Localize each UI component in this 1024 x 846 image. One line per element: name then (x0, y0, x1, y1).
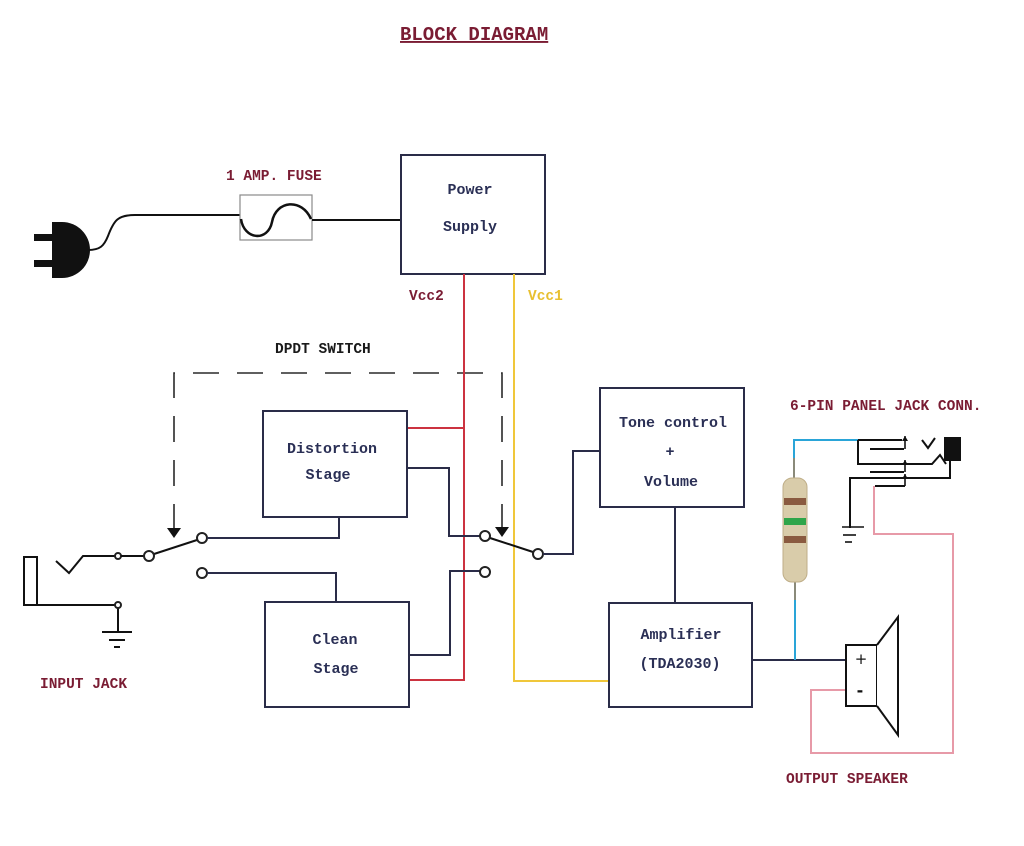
power-supply-block (400, 154, 546, 275)
clean-to-switch-2-wire (409, 570, 480, 656)
clean-label-1: Clean (312, 632, 357, 649)
amplifier-label-2: (TDA2030) (639, 656, 720, 673)
switch-1-blade (153, 539, 198, 555)
switch-1-to-clean-wire (207, 572, 337, 602)
vcc2-label: Vcc2 (409, 289, 444, 305)
switch-2-to-tone-wire (543, 450, 600, 555)
ground-icon (842, 526, 864, 543)
switch-actuator-arrow-2 (495, 527, 509, 537)
output-speaker-label: OUTPUT SPEAKER (786, 772, 908, 788)
speaker-minus-label: - (857, 681, 864, 700)
panel-jack-label: 6-PIN PANEL JACK CONN. (790, 399, 981, 415)
switch-2-blade (489, 537, 534, 553)
speaker-return-wire (810, 486, 954, 754)
vcc1-wire (513, 274, 609, 682)
amplifier-label-1: Amplifier (640, 627, 721, 644)
clean-label-2: Stage (313, 661, 358, 678)
tone-label-3: Volume (644, 474, 698, 491)
speaker-plus-label: + (855, 650, 868, 668)
vcc2-wire (407, 274, 465, 681)
switch-1-clean-terminal[interactable] (196, 567, 208, 579)
power-plug-icon (34, 222, 90, 278)
panel-jack-icon (849, 436, 961, 528)
resistor-icon (782, 458, 808, 600)
switch-1-to-distortion-wire (207, 517, 340, 539)
switch-2-distortion-terminal[interactable] (479, 530, 491, 542)
distortion-label-1: Distortion (287, 441, 377, 458)
resistor-upper-lead (793, 439, 858, 458)
amplifier-block (608, 602, 753, 708)
power-supply-label-2: Supply (443, 219, 497, 236)
clean-stage-block (264, 601, 410, 708)
power-supply-label-1: Power (447, 182, 492, 199)
input-jack-label: INPUT JACK (40, 677, 127, 693)
switch-2-clean-terminal[interactable] (479, 566, 491, 578)
ground-icon (102, 631, 132, 648)
fuse-icon (239, 194, 313, 241)
diagram-title: BLOCK DIAGRAM (400, 24, 548, 46)
tone-label-2: + (665, 444, 674, 461)
distortion-label-2: Stage (305, 467, 350, 484)
switch-actuator-arrow-1 (167, 528, 181, 538)
tone-control-block (599, 387, 745, 508)
tone-label-1: Tone control (619, 415, 727, 432)
switch-1-distortion-terminal[interactable] (196, 532, 208, 544)
switch-2-common-terminal[interactable] (532, 548, 544, 560)
distortion-to-switch-2-wire (407, 467, 480, 537)
dpdt-mechanical-link (173, 372, 503, 530)
distortion-stage-block (262, 410, 408, 518)
mains-cable (87, 214, 240, 251)
speaker-icon (845, 614, 899, 739)
switch-1-common-terminal[interactable] (143, 550, 155, 562)
fuse-label: 1 AMP. FUSE (226, 169, 322, 185)
dpdt-switch-label: DPDT SWITCH (275, 342, 371, 358)
input-jack-icon (23, 552, 122, 632)
vcc1-label: Vcc1 (528, 289, 563, 305)
